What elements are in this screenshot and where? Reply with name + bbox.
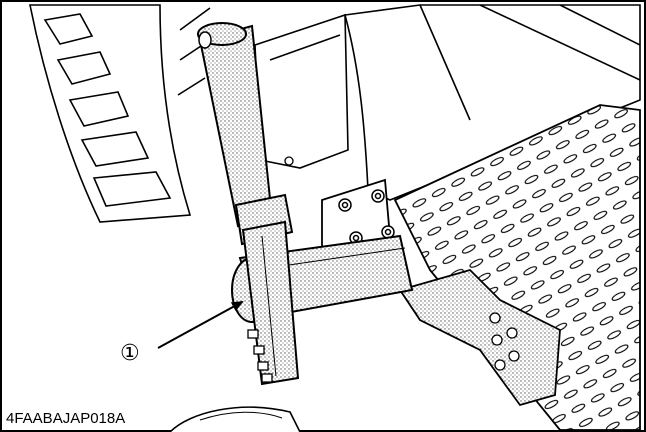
callout-leader-arrow — [157, 301, 244, 349]
lower-bracket — [398, 268, 561, 407]
figure-code: 4FAABAJAP018A — [6, 410, 125, 427]
tractor-body — [254, 4, 641, 201]
callout-number: ① — [120, 341, 140, 366]
perforated-guard — [393, 104, 641, 431]
bracket-bolts — [489, 312, 520, 371]
bottom-tire — [169, 406, 301, 432]
small-bolt — [284, 156, 294, 166]
tire — [29, 4, 211, 223]
lower-rod-bolts — [247, 329, 273, 383]
mounting-plate-bolts — [338, 189, 395, 245]
